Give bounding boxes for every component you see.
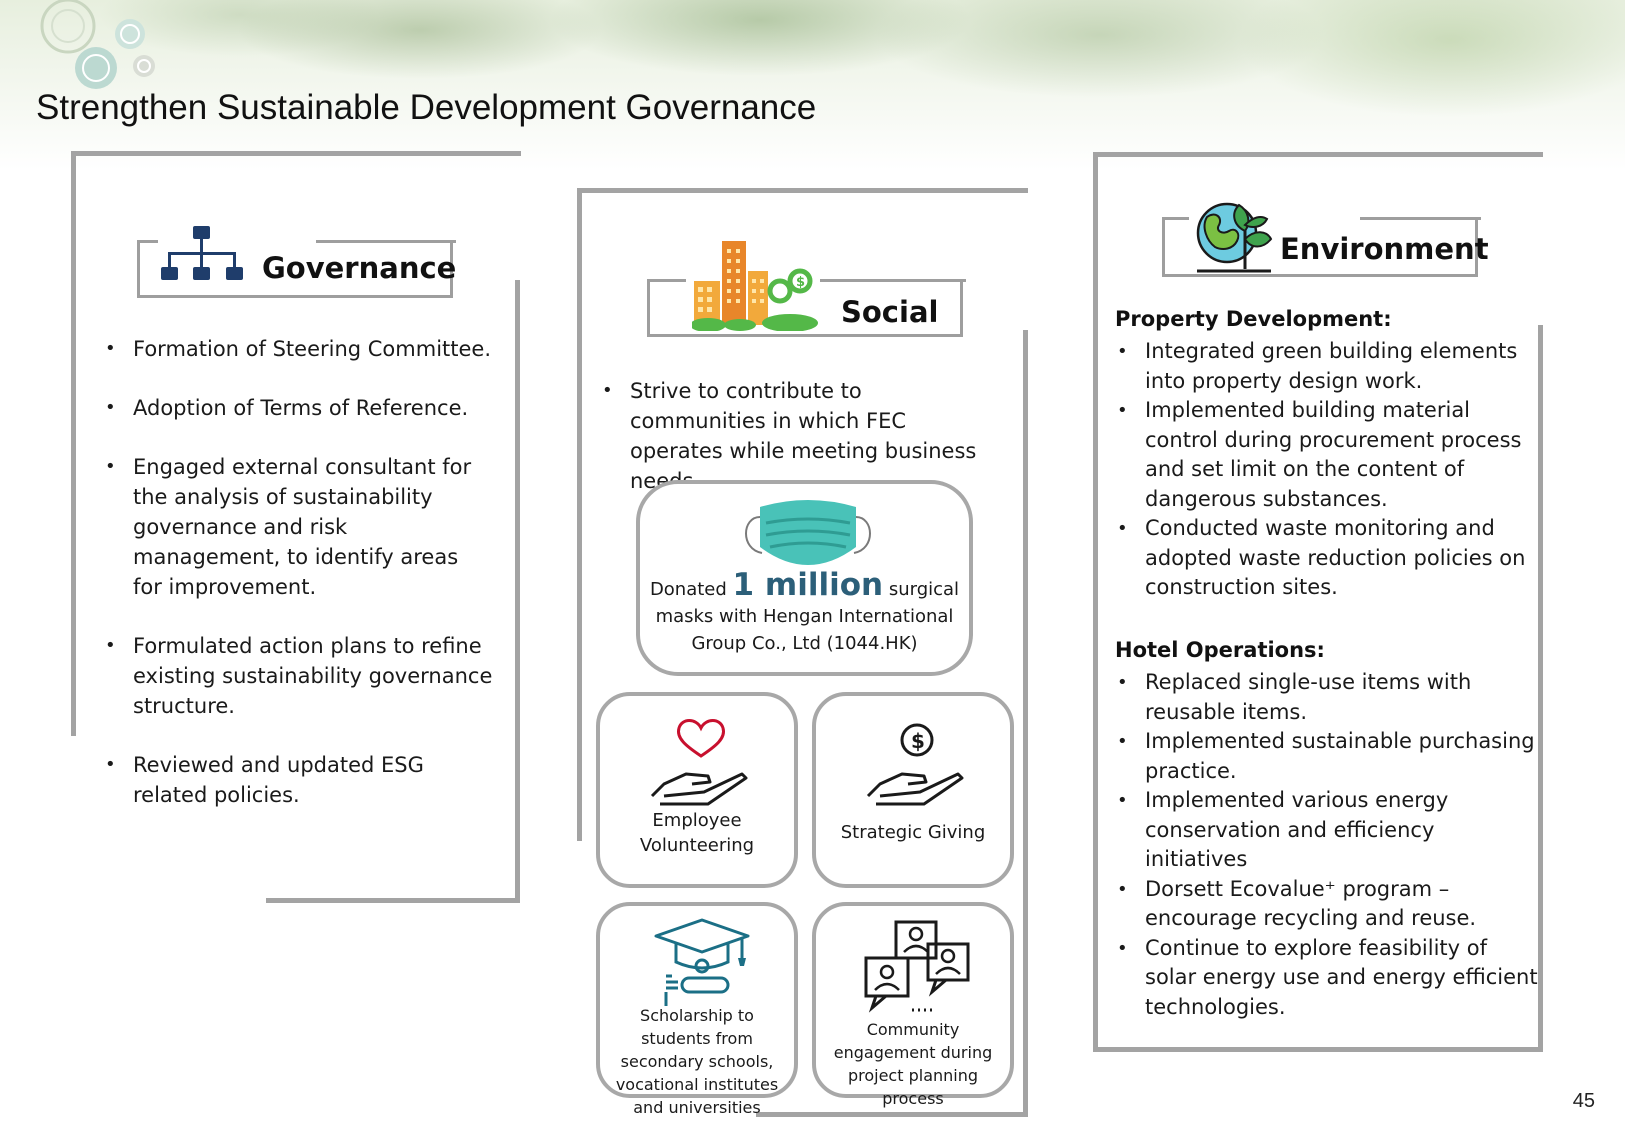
svg-text:$: $ xyxy=(796,275,805,290)
globe-plant-icon xyxy=(1196,202,1273,273)
donation-rest: masks with Hengan International Group Co… xyxy=(655,606,954,654)
list-item: Implemented sustainable purchasing pract… xyxy=(1115,727,1540,786)
social-heading: Social xyxy=(841,295,939,329)
list-item: Implemented various energy conservation … xyxy=(1115,786,1540,875)
hotel-operations-list: Replaced single-use items with reusable … xyxy=(1115,668,1540,1022)
scholarship-label: Scholarship to students from secondary s… xyxy=(615,1006,779,1117)
svg-text:$: $ xyxy=(911,729,925,753)
community-engagement-label: Community engagement during project plan… xyxy=(833,1020,993,1108)
list-item: Strive to contribute to communities in w… xyxy=(600,376,1000,496)
employee-volunteering-card: Employee Volunteering xyxy=(596,692,798,888)
surgical-mask-icon xyxy=(745,500,871,565)
page-title: Strengthen Sustainable Development Gover… xyxy=(36,88,817,127)
org-chart-icon xyxy=(161,226,243,280)
graduation-cap-icon xyxy=(654,918,750,1006)
donation-text: Donated 1 million surgical masks with He… xyxy=(644,570,965,657)
list-item: Replaced single-use items with reusable … xyxy=(1115,668,1540,727)
scholarship-card: Scholarship to students from secondary s… xyxy=(596,902,798,1117)
governance-heading-box: Governance xyxy=(137,226,457,298)
donation-suffix: surgical xyxy=(888,579,960,600)
social-list: Strive to contribute to communities in w… xyxy=(600,376,1000,496)
donation-amount: 1 million xyxy=(732,567,884,603)
list-item: Continue to explore feasibility of solar… xyxy=(1115,934,1540,1023)
list-item: Reviewed and updated ESG related policie… xyxy=(103,750,493,810)
governance-heading: Governance xyxy=(262,251,457,285)
community-engagement-card: Community engagement during project plan… xyxy=(812,902,1014,1108)
list-item: Conducted waste monitoring and adopted w… xyxy=(1115,514,1535,603)
employee-volunteering-label: Employee Volunteering xyxy=(639,810,755,856)
dollar-hand-icon: $ xyxy=(866,723,964,806)
hotel-operations-heading: Hotel Operations: xyxy=(1115,638,1325,662)
governance-list: Formation of Steering Committee. Adoptio… xyxy=(103,334,493,839)
strategic-giving-card: $ Strategic Giving xyxy=(812,692,1014,888)
strategic-giving-label: Strategic Giving xyxy=(840,822,986,843)
foliage-banner xyxy=(0,0,1625,170)
environment-heading: Environment xyxy=(1280,232,1489,266)
decorative-circles-icon xyxy=(40,0,155,89)
list-item: Integrated green building elements into … xyxy=(1115,337,1535,396)
list-item: Engaged external consultant for the anal… xyxy=(103,452,493,602)
page-number: 45 xyxy=(1572,1090,1595,1112)
heart-hand-icon xyxy=(650,719,748,806)
list-item: Formulated action plans to refine existi… xyxy=(103,631,493,721)
list-item: Implemented building material control du… xyxy=(1115,396,1535,514)
list-item: Adoption of Terms of Reference. xyxy=(103,393,493,423)
donation-prefix: Donated xyxy=(649,579,727,600)
list-item: Dorsett Ecovalue⁺ program – encourage re… xyxy=(1115,875,1540,934)
property-development-list: Integrated green building elements into … xyxy=(1115,337,1535,603)
list-item: Formation of Steering Committee. xyxy=(103,334,493,364)
donation-card: Donated 1 million surgical masks with He… xyxy=(636,480,973,676)
property-development-heading: Property Development: xyxy=(1115,307,1392,331)
environment-heading-box: Environment xyxy=(1162,202,1489,277)
social-heading-box: $ Social xyxy=(647,241,966,337)
city-buildings-icon: $ xyxy=(692,241,818,331)
people-chat-icon xyxy=(864,920,970,1013)
